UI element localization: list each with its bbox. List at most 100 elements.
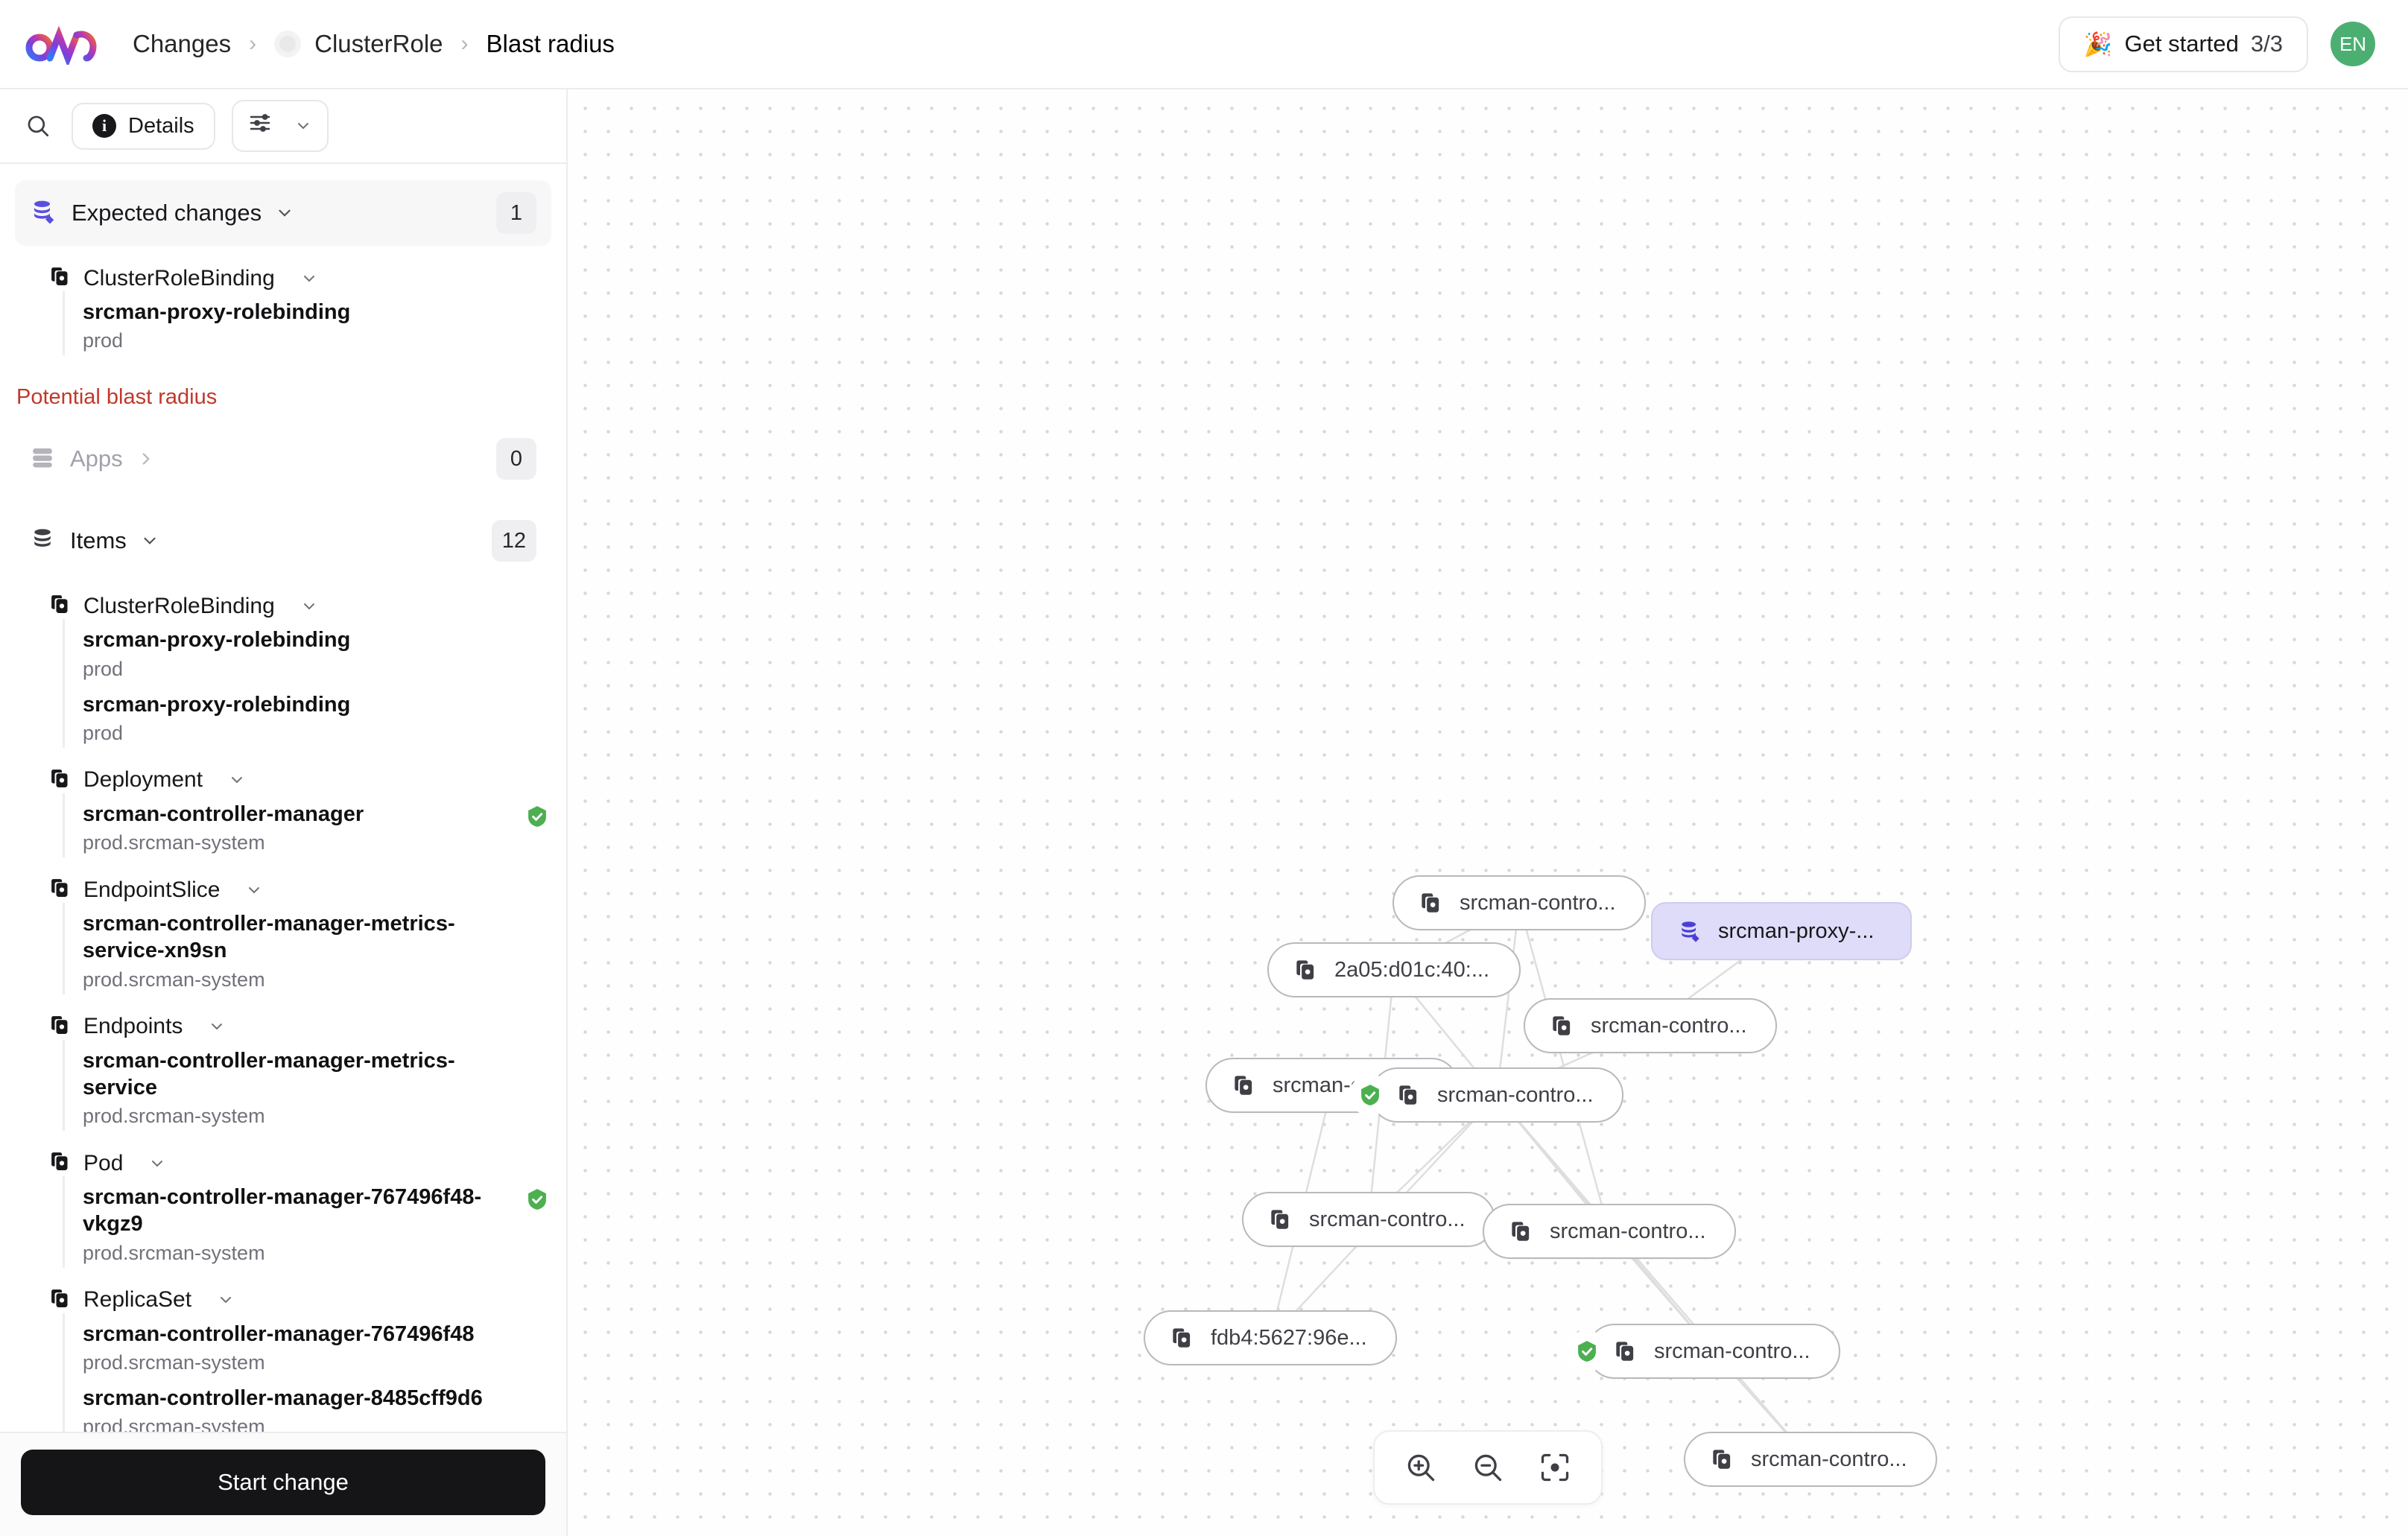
kind-row[interactable]: EndpointSlice: [49, 877, 566, 903]
chevron-down-icon: [245, 881, 263, 899]
kind-row[interactable]: ClusterRoleBinding: [49, 593, 566, 619]
resource-kind-icon: [49, 877, 72, 903]
graph-node-label: srcman-proxy-...: [1718, 918, 1875, 943]
list-item[interactable]: srcman-controller-manager-metrics-servic…: [83, 1040, 566, 1132]
party-popper-icon: 🎉: [2083, 31, 2113, 57]
item-name: srcman-controller-manager-metrics-servic…: [83, 1048, 455, 1099]
avatar[interactable]: EN: [2331, 22, 2375, 66]
graph-node[interactable]: srcman-contro...: [1392, 875, 1646, 930]
item-namespace: prod.srcman-system: [83, 1241, 265, 1264]
kind-label: Pod: [83, 1150, 124, 1175]
apps-icon: [30, 445, 55, 474]
item-namespace: prod: [83, 657, 124, 680]
resource-kind-icon: [49, 265, 72, 291]
breadcrumb-item-clusterrole[interactable]: ClusterRole: [274, 30, 443, 58]
sidebar-footer: Start change: [0, 1432, 566, 1536]
search-icon[interactable]: [21, 109, 55, 143]
graph-node[interactable]: srcman-contro...: [1684, 1432, 1937, 1487]
chevron-down-icon: [140, 531, 159, 550]
filter-button[interactable]: [231, 100, 329, 152]
item-name: srcman-proxy-rolebinding: [83, 300, 351, 324]
item-name: srcman-controller-manager-metrics-servic…: [83, 912, 455, 963]
chevron-down-icon: [217, 1291, 235, 1309]
get-started-progress: 3/3: [2250, 31, 2283, 57]
graph-node[interactable]: srcman-contro...: [1483, 1204, 1736, 1259]
graph-node[interactable]: srcman-contro...: [1349, 1067, 1623, 1123]
details-label: Details: [128, 113, 194, 138]
get-started-button[interactable]: 🎉 Get started 3/3: [2058, 16, 2308, 72]
sidebar: i Details: [0, 89, 568, 1536]
sidebar-content[interactable]: Expected changes 1 ClusterRoleBinding sr…: [0, 164, 566, 1432]
overmind-logo[interactable]: [25, 23, 100, 68]
start-change-button[interactable]: Start change: [21, 1450, 545, 1515]
kind-label: Endpoints: [83, 1014, 183, 1038]
stack-icon: [1614, 1339, 1638, 1363]
expected-changes-label: Expected changes: [72, 200, 262, 226]
kind-row[interactable]: Deployment: [49, 767, 566, 793]
kind-row[interactable]: ClusterRoleBinding: [49, 265, 566, 291]
graph-node[interactable]: srcman-contro...: [1242, 1192, 1495, 1247]
breadcrumb-item-blast-radius[interactable]: Blast radius: [487, 30, 615, 58]
item-list: srcman-controller-manager-metrics-servic…: [63, 1039, 566, 1132]
kind-label: EndpointSlice: [83, 877, 221, 902]
graph-node[interactable]: 2a05:d01c:40:...: [1267, 942, 1521, 997]
graph-node[interactable]: fdb4:5627:96e...: [1144, 1310, 1397, 1365]
breadcrumb-label-blast-radius: Blast radius: [486, 30, 615, 57]
list-item[interactable]: srcman-controller-manager-767496f48-vkgz…: [83, 1176, 566, 1268]
chevron-down-icon: [275, 203, 294, 223]
chevron-down-icon: [294, 117, 312, 135]
section-items[interactable]: Items 12: [15, 508, 551, 574]
kind-row[interactable]: Endpoints: [49, 1014, 566, 1040]
focus-icon[interactable]: [1534, 1447, 1576, 1488]
kind-row[interactable]: ReplicaSet: [49, 1287, 566, 1313]
stack-icon: [1711, 1447, 1734, 1471]
stack-icon: [1232, 1073, 1256, 1097]
graph-canvas[interactable]: srcman-contro... 2a05:d01c:40:... srcman…: [568, 89, 2408, 1536]
items-database-icon: [30, 527, 55, 556]
kind-label: Deployment: [83, 767, 203, 793]
item-namespace: prod.srcman-system: [83, 1351, 265, 1374]
sidebar-toolbar: i Details: [0, 89, 566, 164]
resource-kind-icon: [49, 1150, 72, 1176]
blast-radius-title: Potential blast radius: [16, 385, 218, 410]
apps-count: 0: [496, 438, 536, 480]
graph-node[interactable]: srcman-contro...: [1524, 998, 1777, 1053]
expected-changes-count: 1: [496, 192, 536, 234]
breadcrumb-item-changes[interactable]: Changes: [133, 30, 231, 58]
section-expected-changes[interactable]: Expected changes 1: [15, 180, 551, 246]
items-groups: ClusterRoleBinding srcman-proxy-rolebind…: [0, 593, 566, 1432]
items-label: Items: [70, 527, 127, 554]
item-name: srcman-controller-manager: [83, 802, 364, 826]
section-apps[interactable]: Apps 0: [15, 426, 551, 492]
chevron-down-icon: [300, 597, 318, 615]
kind-row[interactable]: Pod: [49, 1150, 566, 1176]
status-badge: [525, 804, 550, 829]
breadcrumb-label-clusterrole: ClusterRole: [314, 30, 443, 57]
graph-node-selected[interactable]: srcman-proxy-...: [1651, 902, 1912, 960]
graph-node-label: srcman-contro...: [1550, 1219, 1706, 1243]
apps-label: Apps: [70, 445, 123, 472]
list-item[interactable]: srcman-controller-manager-metrics-servic…: [83, 903, 566, 994]
details-button[interactable]: i Details: [72, 102, 215, 150]
zoom-in-icon[interactable]: [1400, 1447, 1442, 1488]
stack-icon: [1550, 1014, 1574, 1038]
graph-node-label: srcman-contro...: [1460, 890, 1616, 915]
breadcrumb-label-changes: Changes: [133, 30, 232, 57]
item-name: srcman-proxy-rolebinding: [83, 692, 351, 717]
graph-node[interactable]: srcman-contro...: [1566, 1324, 1840, 1379]
sliders-icon: [248, 111, 272, 141]
resource-kind-icon: [49, 767, 72, 793]
graph-node-label: srcman-contro...: [1437, 1082, 1594, 1107]
stack-icon: [1419, 891, 1443, 915]
zoom-out-icon[interactable]: [1467, 1447, 1509, 1488]
kind-label: ReplicaSet: [83, 1287, 192, 1312]
